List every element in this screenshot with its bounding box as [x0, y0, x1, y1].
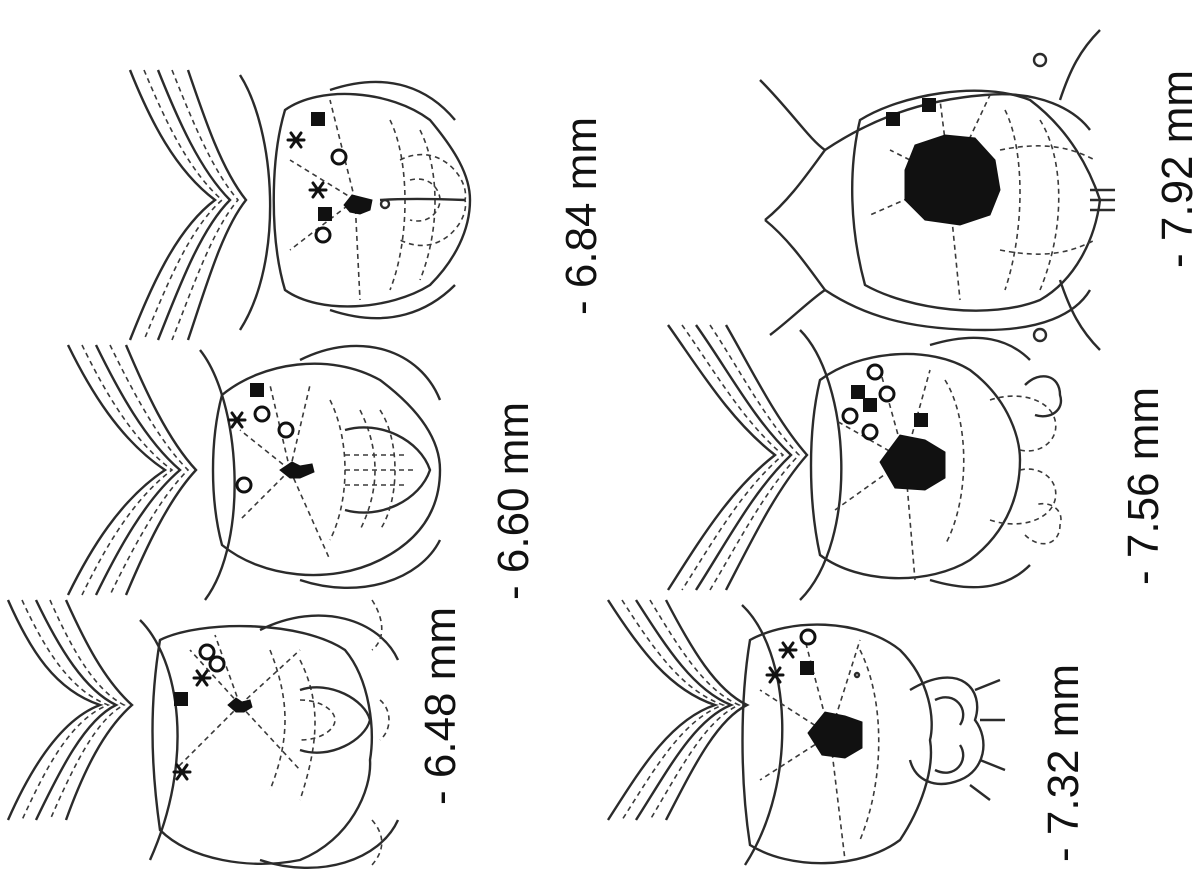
internal-boundaries: [760, 640, 1005, 860]
section-label: - 7.32 mm: [1039, 664, 1088, 862]
marker-circle: [843, 409, 857, 423]
internal-boundaries: [175, 600, 389, 865]
marker-star: [310, 183, 326, 197]
marker-circle: [200, 645, 214, 659]
aqueduct-blob: [905, 135, 1000, 225]
marker-star: [194, 671, 210, 685]
section-6-48: - 6.48 mm: [8, 600, 465, 868]
aqueduct-blob: [880, 435, 945, 490]
markers: [174, 645, 224, 779]
section-7-92: - 7.92 mm: [760, 30, 1202, 350]
markers: [288, 112, 346, 242]
marker-square: [863, 398, 877, 412]
markers: [767, 630, 815, 682]
marker-square: [800, 661, 814, 675]
section-label: - 6.60 mm: [489, 402, 538, 600]
aqueduct-blob: [280, 462, 314, 478]
cerebellum-outline: [668, 325, 841, 600]
marker-circle: [237, 478, 251, 492]
marker-square: [311, 112, 325, 126]
marker-circle: [332, 150, 346, 164]
section-7-32: - 7.32 mm: [608, 600, 1088, 865]
brainstem-outline: [213, 364, 440, 575]
marker-circle: [279, 423, 293, 437]
section-label: - 6.48 mm: [416, 607, 465, 805]
brainstem-outline: [153, 626, 372, 864]
cerebellum-outline: [130, 70, 270, 340]
section-label: - 7.92 mm: [1153, 70, 1202, 268]
section-6-84: - 6.84 mm: [130, 70, 606, 340]
cerebellum-outline: [608, 600, 782, 865]
marker-circle: [801, 630, 815, 644]
section-7-56: - 7.56 mm: [668, 325, 1168, 600]
aqueduct-blob: [344, 195, 372, 214]
markers: [886, 98, 936, 126]
marker-star: [229, 413, 245, 427]
marker-circle: [255, 407, 269, 421]
marker-circle: [863, 425, 877, 439]
section-6-60: - 6.60 mm: [68, 345, 538, 600]
markers: [843, 365, 928, 439]
marker-square: [851, 385, 865, 399]
section-label: - 7.56 mm: [1119, 387, 1168, 585]
marker-circle: [316, 228, 330, 242]
marker-circle: [868, 365, 882, 379]
marker-star: [288, 133, 304, 147]
marker-square: [174, 692, 188, 706]
marker-circle: [880, 387, 894, 401]
marker-square: [922, 98, 936, 112]
markers: [229, 383, 293, 492]
marker-square: [914, 413, 928, 427]
cerebellum-outline: [68, 345, 235, 600]
aqueduct-blob: [808, 712, 862, 758]
marker-circle: [210, 657, 224, 671]
marker-square: [318, 207, 332, 221]
marker-square: [250, 383, 264, 397]
marker-star: [780, 643, 796, 657]
section-label: - 6.84 mm: [557, 117, 606, 315]
marker-square: [886, 112, 900, 126]
aqueduct-blob: [228, 698, 252, 712]
